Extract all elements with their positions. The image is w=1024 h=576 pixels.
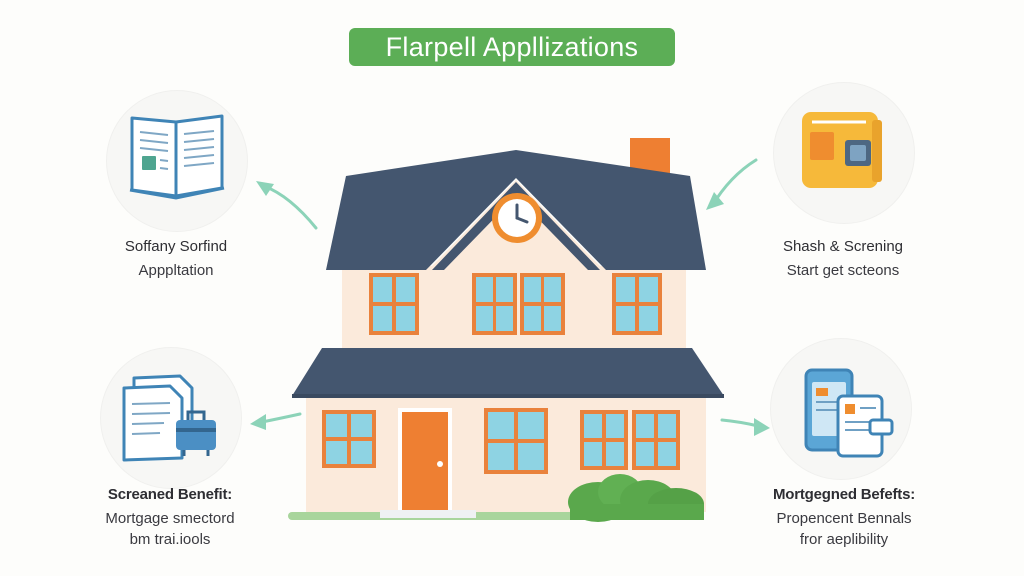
open-book-icon <box>129 114 225 200</box>
arrow-to-top-left <box>256 181 318 230</box>
upper-window-center-left <box>472 273 517 335</box>
porch-roof <box>292 348 724 396</box>
arrow-to-top-right <box>706 158 758 210</box>
documents-briefcase-icon <box>122 374 216 462</box>
lower-window-right-1 <box>580 410 628 470</box>
circle-top-left <box>106 90 248 232</box>
label-top-right-title: Shash & Screning <box>782 238 904 255</box>
label-top-right-line-1: Start get scteons <box>786 262 900 279</box>
arrow-to-bottom-left <box>250 412 302 430</box>
mobile-devices-icon <box>804 368 894 458</box>
clock-icon <box>492 193 542 243</box>
door-step <box>380 510 476 518</box>
upper-window-left <box>369 273 419 335</box>
arrow-to-bottom-right <box>720 418 770 436</box>
label-bottom-left-line-2: bm trai.iools <box>129 531 211 548</box>
front-door <box>398 408 452 512</box>
bushes <box>568 474 704 522</box>
label-top-left-line-1: Apppltation <box>138 262 214 279</box>
page-title: Flarpell Appllizations <box>385 31 639 62</box>
label-bottom-left-title: Screaned Benefit: <box>107 486 233 503</box>
lower-window-center <box>484 408 548 474</box>
main-roof <box>326 150 706 270</box>
label-bottom-left-line-1: Mortgage smectord <box>105 510 235 527</box>
upper-window-center-right <box>520 273 565 335</box>
label-top-right: Shash & Screning Start get scteons <box>750 238 936 281</box>
label-bottom-left: Screaned Benefit: Mortgage smectord bm t… <box>70 486 270 550</box>
label-bottom-right: Mortgegned Befefts: Propencent Bennals f… <box>744 486 944 550</box>
media-window-icon <box>802 112 882 188</box>
label-bottom-right-line-1: Propencent Bennals <box>776 510 912 527</box>
label-bottom-right-title: Mortgegned Befefts: <box>772 486 916 503</box>
lower-window-left <box>322 410 376 468</box>
title-badge: Flarpell Appllizations <box>349 28 675 66</box>
lower-window-right-2 <box>632 410 680 470</box>
label-top-left: Soffany Sorfind Apppltation <box>86 238 266 281</box>
house-icon <box>288 138 724 522</box>
upper-window-right <box>612 273 662 335</box>
label-bottom-right-line-2: fror aeplibility <box>799 531 889 548</box>
label-top-left-title: Soffany Sorfind <box>124 238 228 255</box>
